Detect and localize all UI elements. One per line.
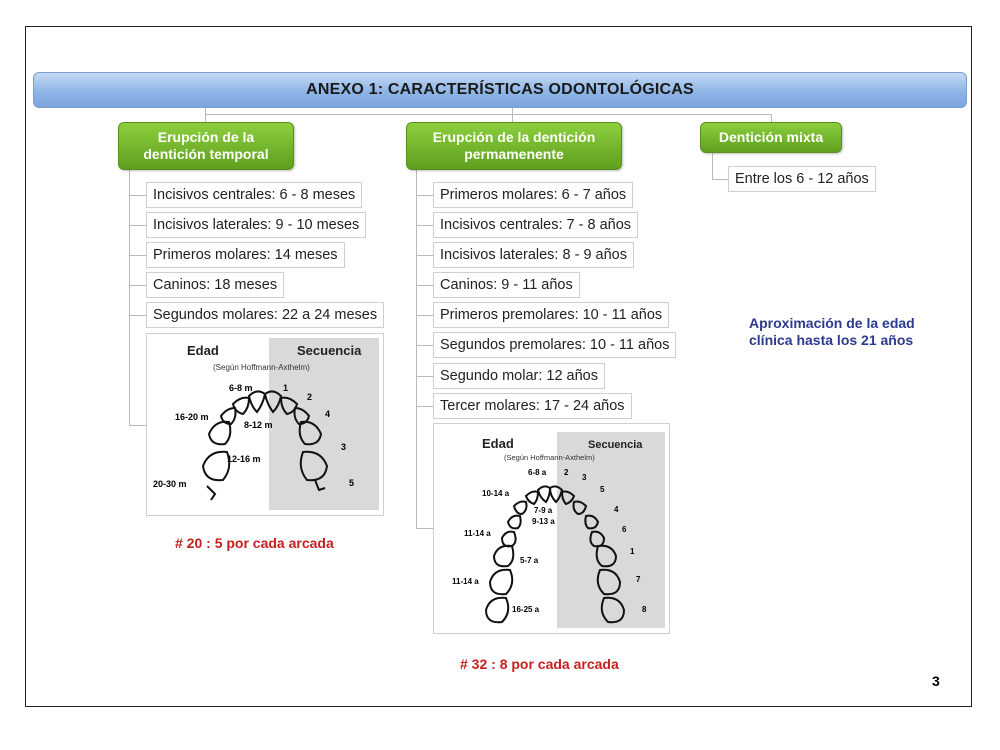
sequence-number: 4 bbox=[614, 505, 619, 514]
branch bbox=[416, 195, 433, 196]
permanente-item: Primeros premolares: 10 - 11 años bbox=[433, 302, 670, 328]
sequence-number: 5 bbox=[600, 485, 605, 494]
temporal-header-line-1: Erupción de la bbox=[157, 129, 255, 145]
mixta-header-label: Dentición mixta bbox=[718, 129, 824, 145]
sequence-panel bbox=[557, 432, 665, 628]
permanente-item: Caninos: 9 - 11 años bbox=[433, 272, 580, 298]
sequence-number: 2 bbox=[307, 392, 312, 402]
edad-label: Edad bbox=[187, 343, 219, 358]
age-label: 12-16 m bbox=[227, 454, 261, 464]
age-note-line-1: Aproximación de la edad bbox=[749, 315, 915, 331]
connector-line bbox=[205, 114, 772, 115]
mixta-item: Entre los 6 - 12 años bbox=[728, 166, 876, 192]
temporal-item: Incisivos laterales: 9 - 10 meses bbox=[146, 212, 367, 238]
permanente-item: Segundo molar: 12 años bbox=[433, 363, 605, 389]
age-label: 5-7 a bbox=[520, 556, 539, 565]
branch bbox=[416, 315, 433, 316]
temporal-tree-line bbox=[129, 170, 130, 425]
temporal-item: Caninos: 18 meses bbox=[146, 272, 285, 298]
temporal-dentition-diagram: Edad Secuencia (Según Hoffmann-Axthelm) … bbox=[146, 333, 384, 516]
permanente-item: Segundos premolares: 10 - 11 años bbox=[433, 332, 677, 358]
age-label: 11-14 a bbox=[464, 529, 491, 538]
sequence-number: 3 bbox=[341, 442, 346, 452]
permanente-header-line-1: Erupción de la dentición bbox=[432, 129, 596, 145]
sequence-number: 7 bbox=[636, 575, 641, 584]
branch bbox=[416, 285, 433, 286]
age-label: 10-14 a bbox=[482, 489, 510, 498]
connector-line bbox=[512, 108, 513, 122]
page-frame bbox=[25, 26, 972, 707]
sequence-number: 6 bbox=[622, 525, 627, 534]
branch bbox=[129, 225, 146, 226]
permanente-header-line-2: permamenente bbox=[464, 146, 564, 162]
permanente-dentition-diagram: Edad Secuencia (Según Hoffmann-Axthelm) … bbox=[433, 423, 670, 634]
age-label: 11-14 a bbox=[452, 577, 479, 586]
secuencia-label: Secuencia bbox=[297, 343, 362, 358]
edad-label: Edad bbox=[482, 436, 514, 451]
title-banner: ANEXO 1: CARACTERÍSTICAS ODONTOLÓGICAS bbox=[33, 72, 967, 108]
sequence-number: 4 bbox=[325, 409, 330, 419]
sequence-number: 5 bbox=[349, 478, 354, 488]
age-label: 16-20 m bbox=[175, 412, 209, 422]
permanente-item: Primeros molares: 6 - 7 años bbox=[433, 182, 634, 208]
temporal-header-line-2: dentición temporal bbox=[143, 146, 269, 162]
source-label: (Según Hoffmann-Axthelm) bbox=[213, 363, 310, 372]
temporal-item: Primeros molares: 14 meses bbox=[146, 242, 345, 268]
tooth-arch bbox=[484, 485, 626, 624]
connector-line bbox=[205, 108, 206, 122]
branch bbox=[416, 376, 433, 377]
sequence-panel bbox=[269, 338, 379, 510]
secuencia-label: Secuencia bbox=[588, 439, 643, 451]
age-label: 20-30 m bbox=[153, 479, 187, 489]
permanente-item: Incisivos laterales: 8 - 9 años bbox=[433, 242, 634, 268]
page-number: 3 bbox=[932, 673, 940, 689]
branch bbox=[129, 315, 146, 316]
mixta-header: Dentición mixta bbox=[700, 122, 842, 153]
permanente-item: Incisivos centrales: 7 - 8 años bbox=[433, 212, 639, 238]
branch bbox=[416, 345, 433, 346]
source-label: (Según Hoffmann-Axthelm) bbox=[504, 453, 595, 462]
branch bbox=[129, 285, 146, 286]
age-note: Aproximación de la edad clínica hasta lo… bbox=[749, 315, 915, 349]
permanente-total: # 32 : 8 por cada arcada bbox=[460, 656, 619, 672]
temporal-total: # 20 : 5 por cada arcada bbox=[175, 535, 334, 551]
mixta-tree-line bbox=[712, 179, 728, 180]
page-title: ANEXO 1: CARACTERÍSTICAS ODONTOLÓGICAS bbox=[306, 81, 694, 98]
branch bbox=[416, 255, 433, 256]
age-label: 6-8 m bbox=[229, 383, 253, 393]
mixta-tree-line bbox=[712, 153, 713, 179]
temporal-tree-line bbox=[129, 425, 146, 426]
temporal-item: Segundos molares: 22 a 24 meses bbox=[146, 302, 385, 328]
age-note-line-2: clínica hasta los 21 años bbox=[749, 332, 914, 348]
age-label: 8-12 m bbox=[244, 420, 273, 430]
age-label: 16-25 a bbox=[512, 605, 540, 614]
age-label: 9-13 a bbox=[532, 517, 555, 526]
sequence-number: 1 bbox=[283, 383, 288, 393]
sequence-number: 3 bbox=[582, 473, 587, 482]
sequence-number: 2 bbox=[564, 468, 569, 477]
sequence-number: 1 bbox=[630, 547, 635, 556]
permanente-tree-line bbox=[416, 528, 433, 529]
branch bbox=[129, 195, 146, 196]
tooth-arch bbox=[201, 390, 329, 501]
branch bbox=[129, 255, 146, 256]
age-label: 7-9 a bbox=[534, 506, 553, 515]
connector-line bbox=[771, 114, 772, 122]
sequence-number: 8 bbox=[642, 605, 647, 614]
permanente-tree-line bbox=[416, 170, 417, 528]
branch bbox=[416, 406, 433, 407]
age-label: 6-8 a bbox=[528, 468, 547, 477]
branch bbox=[416, 225, 433, 226]
temporal-item: Incisivos centrales: 6 - 8 meses bbox=[146, 182, 363, 208]
permanente-item: Tercer molares: 17 - 24 años bbox=[433, 393, 632, 419]
